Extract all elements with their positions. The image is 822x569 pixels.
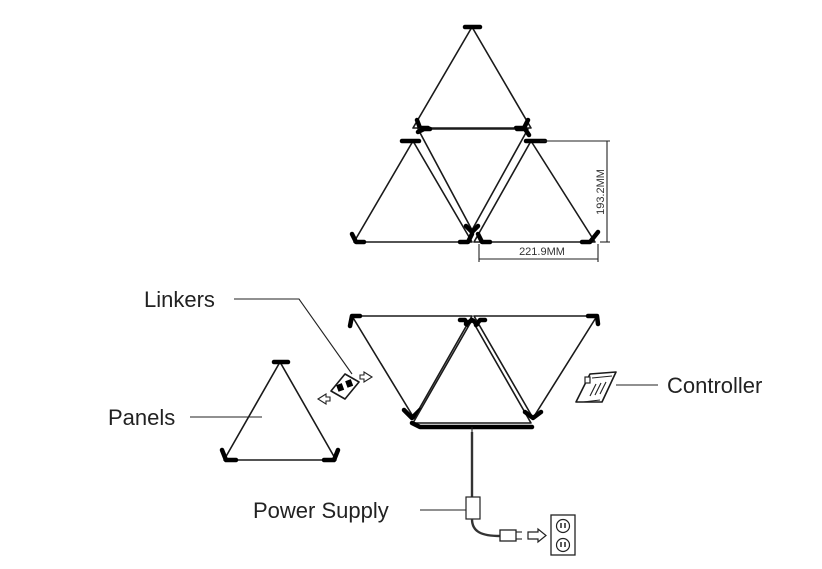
height-dimension: 193.2MM: [540, 140, 610, 243]
panels-label: Panels: [108, 405, 175, 430]
linkers-label: Linkers: [144, 287, 215, 312]
power-cable: [470, 518, 501, 538]
linker-connector-icon: [316, 371, 374, 405]
top-panel-apex: [412, 24, 532, 131]
width-dimension: 221.9MM: [478, 244, 599, 262]
power-plug-icon: [499, 527, 547, 544]
single-panel: [219, 359, 341, 463]
middle-assembly: [347, 313, 617, 556]
controller-label: Controller: [667, 373, 762, 398]
height-dimension-label: 193.2MM: [595, 169, 607, 215]
linkers-leader-line: [234, 298, 353, 375]
controller-module-icon: [575, 371, 617, 403]
power-adapter-icon: [465, 496, 481, 520]
top-panel-left: [349, 138, 475, 245]
top-panel-middle-inverted: [415, 126, 532, 235]
width-dimension-label: 221.9MM: [519, 246, 565, 258]
power-supply-label: Power Supply: [253, 498, 389, 523]
top-assembly: 193.2MM 221.9MM: [349, 24, 610, 262]
wall-outlet-icon: [550, 514, 576, 556]
middle-panel-right-inverted: [473, 313, 601, 421]
